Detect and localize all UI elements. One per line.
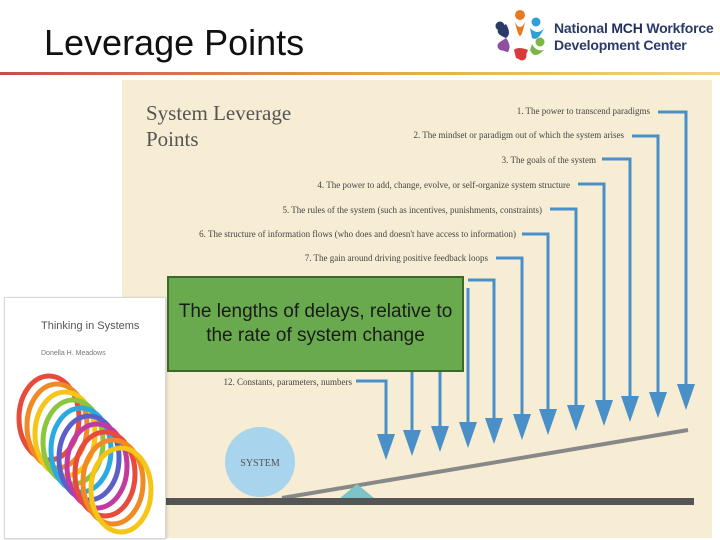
- arrow-3: [602, 157, 632, 400]
- leverage-point-1: 1. The power to transcend paradigms: [517, 106, 651, 116]
- system-circle: [225, 427, 295, 497]
- callout-box: The lengths of delays, relative to the r…: [167, 276, 464, 372]
- arrowhead-4: [595, 400, 613, 426]
- arrowhead-12: [377, 434, 395, 460]
- system-label: SYSTEM: [240, 458, 280, 469]
- leverage-point-5: 5. The rules of the system (such as ince…: [282, 205, 542, 215]
- leverage-point-3: 3. The goals of the system: [502, 155, 596, 165]
- thinking-in-systems-book-cover: Thinking in Systems Donella H. Meadows: [4, 297, 166, 539]
- diagram-title: System Leverage Points: [146, 101, 292, 151]
- organization-logo: National MCH Workforce Development Cente…: [488, 6, 720, 66]
- arrowhead-8: [485, 418, 503, 444]
- arrow-4: [578, 182, 606, 405]
- arrowhead-5: [567, 405, 585, 431]
- arrowhead-11: [403, 430, 421, 456]
- arrow-1: [658, 110, 688, 388]
- arrow-group: [356, 110, 688, 438]
- title-divider: [0, 72, 720, 75]
- book-title: Thinking in Systems: [41, 320, 140, 332]
- arrowhead-1: [677, 384, 695, 410]
- fulcrum: [340, 484, 374, 498]
- arrowhead-6: [539, 409, 557, 435]
- leverage-point-12: 12. Constants, parameters, numbers: [224, 377, 353, 387]
- arrowhead-group: [377, 384, 695, 460]
- logo-word-mch: MCH: [611, 20, 643, 36]
- ground-base: [164, 498, 694, 505]
- arrowhead-10: [431, 426, 449, 452]
- book-author: Donella H. Meadows: [41, 350, 106, 357]
- arrowhead-3: [621, 396, 639, 422]
- logo-wordmark: National MCH Workforce Development Cente…: [554, 20, 714, 54]
- lever-beam: [281, 428, 689, 500]
- leverage-point-7: 7. The gain around driving positive feed…: [305, 253, 489, 263]
- leverage-point-6: 6. The structure of information flows (w…: [199, 229, 516, 239]
- slide-title: Leverage Points: [44, 22, 305, 63]
- arrow-12: [356, 379, 388, 438]
- arrow-2: [632, 134, 660, 396]
- arrowhead-2: [649, 392, 667, 418]
- leverage-arrows-svg: SYSTEM 1. The power to transcend paradig…: [164, 106, 695, 505]
- arrow-7: [496, 256, 524, 418]
- arrowhead-9: [459, 422, 477, 448]
- people-circle-logo-icon: [495, 10, 545, 61]
- arrow-8: [468, 278, 496, 422]
- arrow-5: [550, 207, 578, 410]
- callout-text: The lengths of delays, relative to the r…: [178, 301, 453, 346]
- arrow-6: [522, 232, 550, 413]
- logo-word-workforce: Workforce: [642, 20, 714, 36]
- logo-word-national: National: [554, 20, 612, 36]
- leverage-point-4: 4. The power to add, change, evolve, or …: [317, 180, 570, 190]
- arrowhead-7: [513, 414, 531, 440]
- leverage-point-2: 2. The mindset or paradigm out of which …: [413, 130, 624, 140]
- logo-line-2: Development Center: [554, 37, 687, 53]
- slinky-spring-illustration: [16, 373, 154, 535]
